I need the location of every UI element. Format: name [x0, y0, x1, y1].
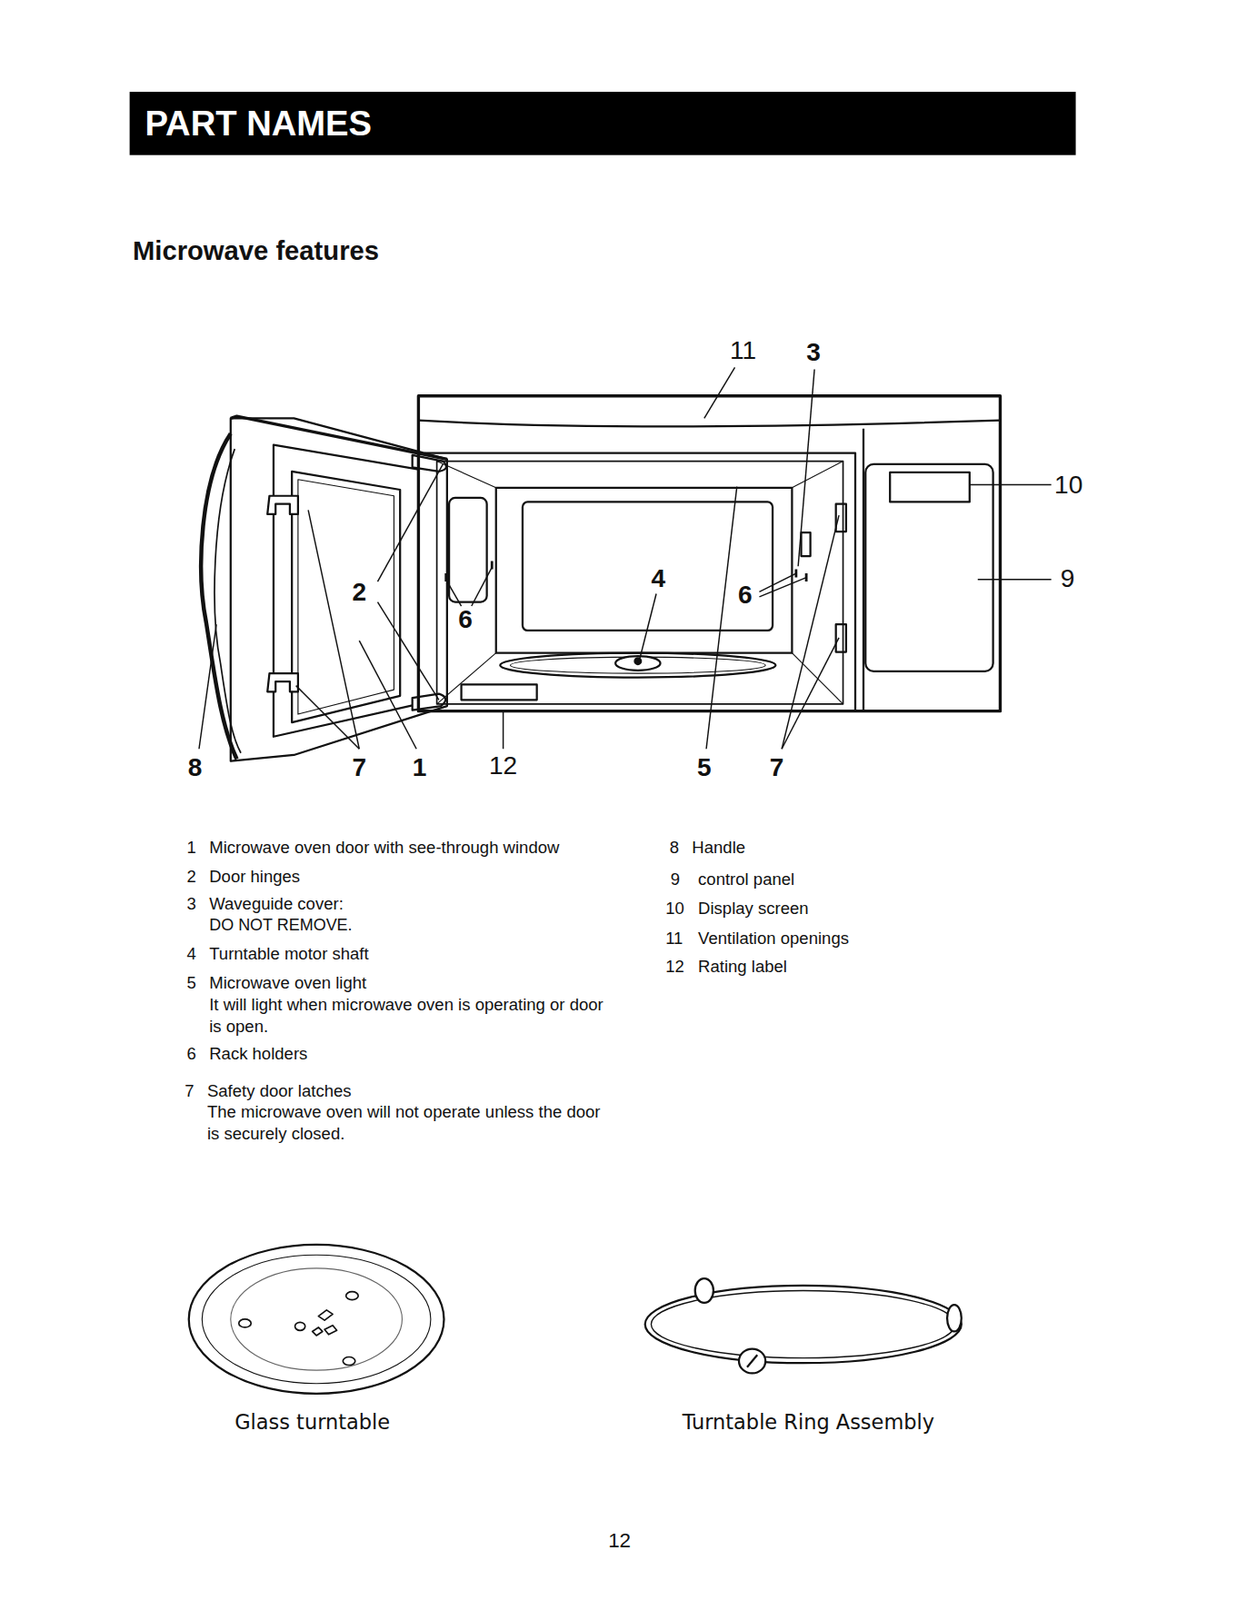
cavity-back: [496, 488, 793, 654]
part-name: Safety door latches: [207, 1081, 352, 1101]
section-heading: Microwave features: [132, 235, 380, 268]
section-heading: PART NAMES: [144, 103, 1076, 144]
glass-turntable-center: [230, 1268, 403, 1371]
list-number: 12: [665, 957, 685, 977]
callout-number: 3: [806, 337, 821, 368]
glass-turntable-rim: [201, 1255, 431, 1384]
figure-caption: Glass turntable: [234, 1410, 390, 1436]
cavity-corner: [791, 461, 843, 489]
part-name: Turntable motor shaft: [209, 944, 369, 964]
handle: [200, 433, 237, 759]
door-latch: [267, 496, 299, 515]
callout-number: 2: [351, 577, 367, 608]
callout-number: 7: [351, 752, 367, 783]
turntable-ring-inner: [650, 1291, 956, 1359]
note-text: It will light when microwave oven is ope…: [209, 994, 618, 1039]
turntable-holes: [239, 1292, 359, 1367]
callout-number: 9: [1060, 563, 1076, 594]
list-number: 11: [665, 928, 683, 948]
part-name: Ventilation openings: [698, 928, 849, 948]
list-number: 3: [186, 894, 196, 914]
latch-slot: [836, 504, 847, 532]
part-name: Display screen: [698, 898, 809, 918]
callout-number: 12: [488, 750, 518, 781]
turntable-ring: [645, 1286, 962, 1364]
list-number: 6: [186, 1044, 196, 1064]
callout-number: 5: [697, 752, 712, 783]
latch-slot: [836, 624, 847, 652]
part-name: Door hinges: [209, 867, 300, 887]
list-number: 5: [186, 973, 196, 993]
part-name: Rating label: [698, 957, 788, 977]
cavity-corner: [437, 653, 497, 705]
cavity-front: [437, 461, 844, 705]
control-panel: [865, 464, 993, 672]
rack-holder: [446, 561, 807, 582]
note-text: DO NOT REMOVE.: [209, 916, 352, 935]
cavity-frame: [424, 453, 856, 712]
door-frame: [273, 445, 419, 738]
leader-lines: [199, 367, 1052, 749]
rating-label: [461, 684, 538, 700]
turntable-shaft: [615, 656, 660, 671]
list-number: 2: [186, 867, 196, 887]
part-name: control panel: [698, 869, 795, 889]
part-name: Waveguide cover:: [209, 894, 344, 914]
turntable-shaft-hub: [634, 658, 641, 665]
note-text: The microwave oven will not operate unle…: [207, 1101, 616, 1147]
callout-number: 8: [188, 752, 203, 783]
panel-divider: [862, 428, 865, 712]
callout-number: 6: [458, 604, 473, 635]
callout-number: 10: [1054, 469, 1083, 500]
callout-number: 11: [729, 335, 757, 366]
ventilation-strip: [418, 420, 1000, 428]
back-window: [522, 501, 773, 630]
callout-number: 7: [769, 752, 785, 783]
callout-number: 4: [650, 563, 666, 594]
part-name: Microwave oven door with see-through win…: [209, 837, 559, 858]
list-number: 7: [184, 1081, 194, 1101]
page-number: 12: [608, 1529, 631, 1554]
turntable-recess: [499, 653, 776, 679]
oven-body: [418, 396, 1000, 712]
display-screen: [889, 472, 970, 503]
ring-wheels: [695, 1278, 962, 1374]
door-latch: [267, 673, 299, 692]
list-number: 10: [665, 898, 685, 918]
part-name: Handle: [691, 837, 746, 858]
section-band: PART NAMES: [129, 91, 1077, 156]
list-number: 1: [186, 837, 196, 858]
glass-turntable: [189, 1245, 445, 1395]
waveguide-cover: [801, 532, 811, 557]
list-number: 8: [669, 837, 679, 858]
callout-number: 1: [412, 752, 428, 783]
part-name: Rack holders: [209, 1044, 308, 1064]
cavity-corner: [437, 461, 497, 489]
door-panel: [230, 418, 448, 761]
list-number: 4: [186, 944, 196, 964]
handle-inner: [214, 448, 241, 754]
door-outer-edge: [230, 416, 448, 459]
list-number: 9: [670, 869, 680, 889]
part-name: Microwave oven light: [209, 973, 367, 993]
figure-caption: Turntable Ring Assembly: [682, 1410, 935, 1436]
callout-number: 6: [738, 579, 753, 610]
